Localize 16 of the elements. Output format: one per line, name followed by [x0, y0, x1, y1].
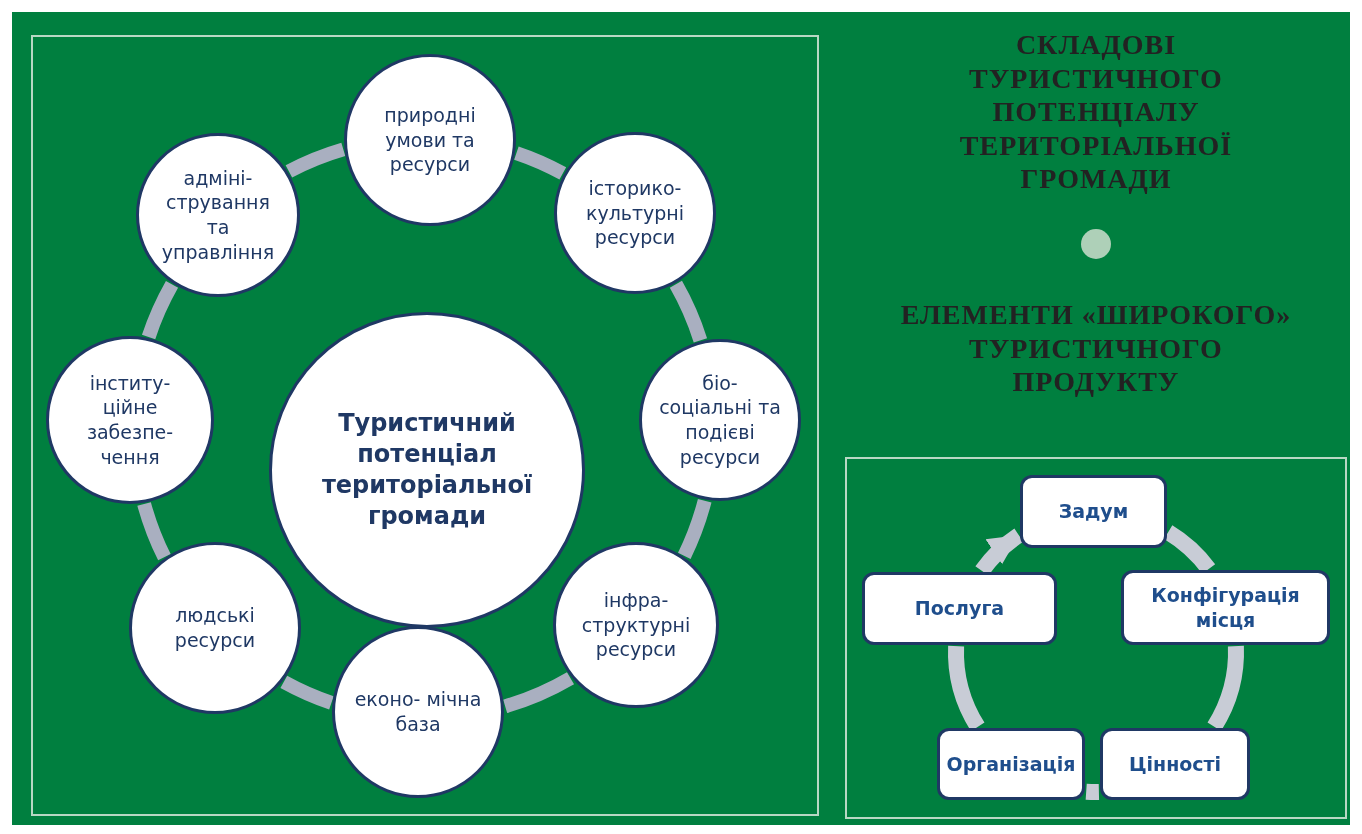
connector [137, 502, 171, 561]
connector [514, 146, 566, 180]
heading: СКЛАДОВІ ТУРИСТИЧНОГО ПОТЕНЦІАЛУ ТЕРИТОРІАЛЬНОЇ ГРОМАДИ [958, 28, 1234, 196]
connector [1085, 783, 1099, 801]
process-box: Цінності [1100, 728, 1250, 800]
connector [142, 281, 179, 340]
process-box: Задум [1020, 475, 1167, 548]
connector [280, 675, 334, 710]
connector [503, 672, 574, 714]
process-box: Організація [937, 728, 1085, 800]
connector [669, 281, 707, 343]
heading: ЕЛЕМЕНТИ «ШИРОКОГО» ТУРИСТИЧНОГО ПРОДУКТУ [899, 298, 1293, 399]
connector [677, 498, 712, 559]
process-box: Конфігурація місця [1121, 570, 1330, 645]
process-box: Послуга [862, 572, 1057, 645]
connector [285, 142, 346, 178]
